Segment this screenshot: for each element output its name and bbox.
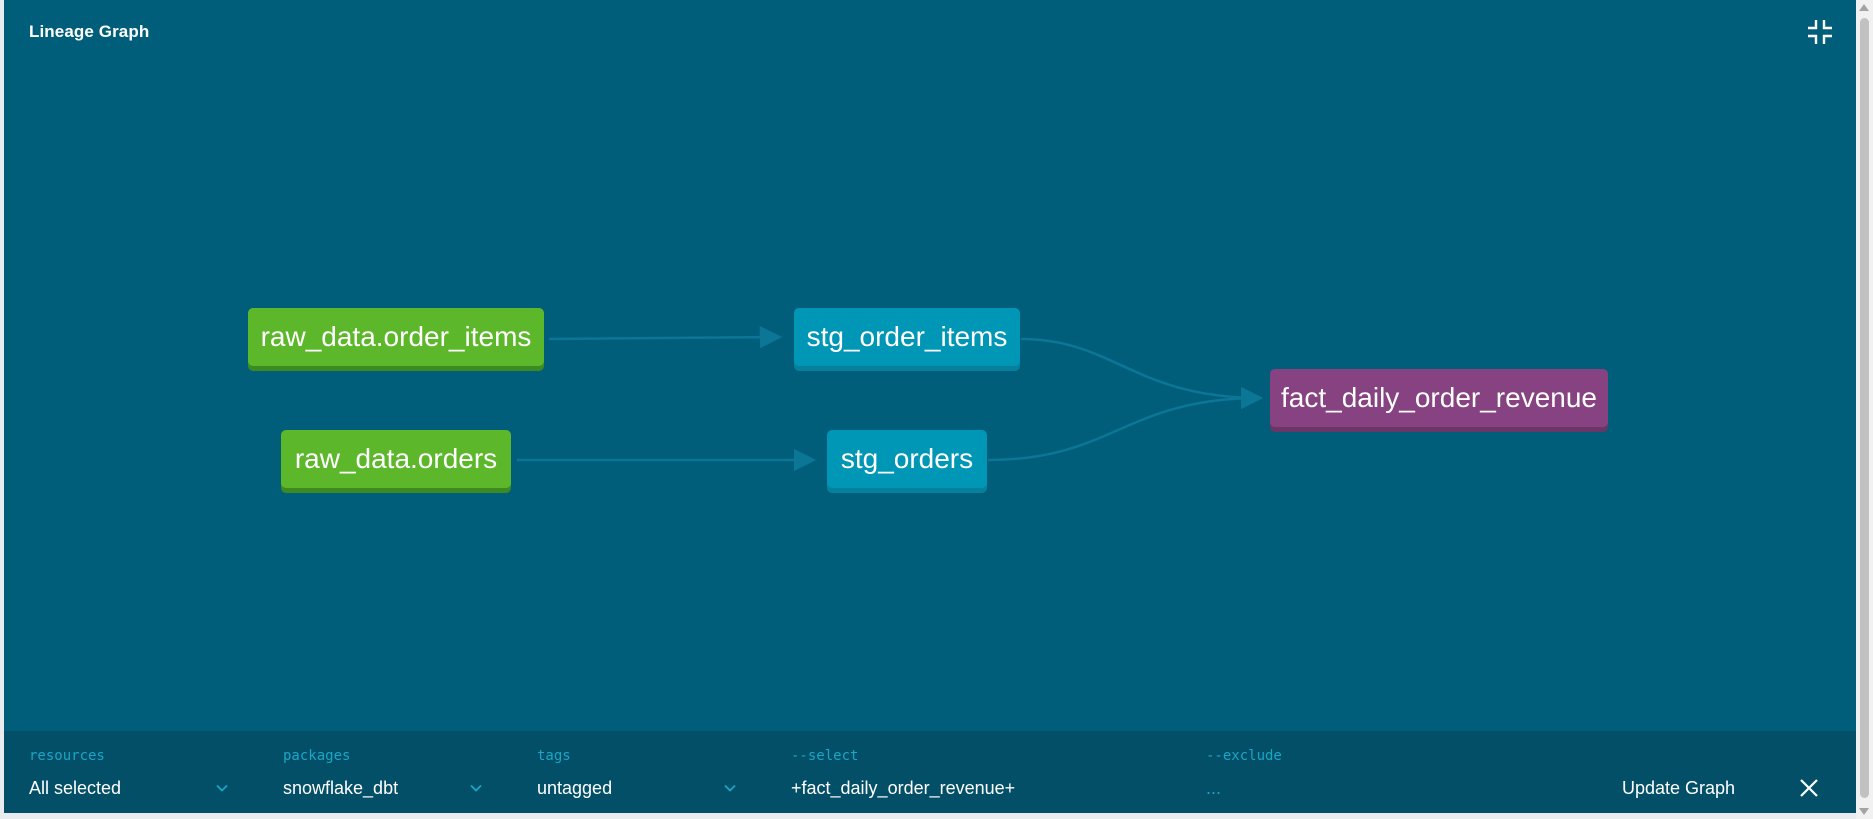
tags-dropdown-toggle[interactable] [723, 781, 737, 795]
tags-select[interactable]: untagged [537, 778, 613, 798]
node-raw-data-orders[interactable]: raw_data.orders [281, 430, 511, 488]
close-icon [1800, 779, 1818, 797]
exclude-input[interactable]: ... [1206, 778, 1222, 798]
filter-tags: tags untagged [537, 731, 737, 813]
packages-dropdown-toggle[interactable] [469, 781, 483, 795]
filter-exclude: --exclude ... [1206, 731, 1586, 813]
collapse-icon [1808, 20, 1832, 44]
packages-select[interactable]: snowflake_dbt [283, 778, 399, 798]
chevron-down-icon [216, 784, 228, 792]
node-stg-orders[interactable]: stg_orders [827, 430, 987, 488]
resources-dropdown-toggle[interactable] [215, 781, 229, 795]
filter-exclude-label: --exclude [1206, 748, 1282, 764]
chevron-down-icon [470, 784, 482, 792]
filter-resources-label: resources [29, 748, 105, 764]
scroll-up-arrow[interactable] [1859, 4, 1869, 11]
filter-select-label: --select [791, 748, 859, 764]
resources-select[interactable]: All selected [29, 778, 122, 798]
filter-select: --select +fact_daily_order_revenue+ [791, 731, 1171, 813]
scroll-down-arrow[interactable] [1859, 808, 1869, 815]
filter-packages-label: packages [283, 748, 351, 764]
page-title: Lineage Graph [29, 22, 150, 41]
edge-raw-order-items-to-stg-order-items [548, 325, 783, 349]
filter-resources: resources All selected [29, 731, 229, 813]
filter-packages: packages snowflake_dbt [283, 731, 483, 813]
chevron-down-icon [724, 784, 736, 792]
update-graph-button[interactable]: Update Graph [1622, 778, 1736, 798]
edge-stg-orders-to-fact [987, 386, 1264, 462]
close-button[interactable] [1798, 777, 1820, 799]
graph-filter-bar: resources All selected packages snowflak… [4, 731, 1856, 813]
select-input[interactable]: +fact_daily_order_revenue+ [791, 778, 1016, 798]
vertical-scrollbar[interactable] [1856, 0, 1873, 819]
edge-stg-order-items-to-fact [1020, 337, 1264, 410]
collapse-button[interactable] [1806, 18, 1834, 46]
filter-tags-label: tags [537, 748, 571, 764]
lineage-graph-panel: raw_data.order_items raw_data.orders stg… [4, 0, 1856, 813]
scroll-thumb[interactable] [1860, 18, 1869, 798]
node-stg-order-items[interactable]: stg_order_items [794, 308, 1020, 366]
node-fact-daily-order-revenue[interactable]: fact_daily_order_revenue [1270, 369, 1608, 427]
node-raw-data-order-items[interactable]: raw_data.order_items [248, 308, 544, 366]
graph-canvas[interactable]: raw_data.order_items raw_data.orders stg… [4, 0, 1856, 730]
